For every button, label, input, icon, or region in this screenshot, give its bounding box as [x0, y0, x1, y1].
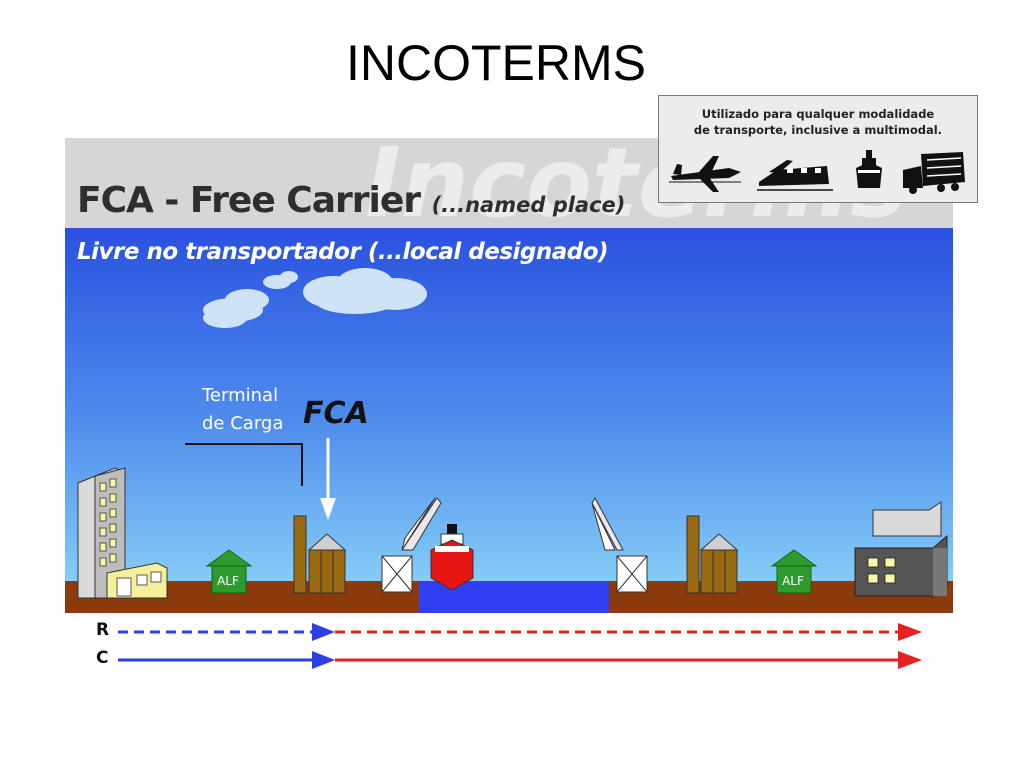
terminal-label-line2: de Carga	[202, 413, 284, 434]
cost-transfer-arrow	[312, 651, 335, 669]
warehouse-right-label: ALF	[782, 574, 804, 588]
clouds	[203, 268, 427, 328]
incoterm-title-named-place: (...named place)	[431, 193, 626, 217]
fca-scene: Incoterms	[65, 138, 953, 613]
incoterm-title: FCA - Free Carrier (...named place)	[77, 180, 625, 221]
transport-icons	[669, 150, 965, 194]
incoterm-subtitle: Livre no transportador (...local designa…	[77, 239, 609, 265]
risk-transfer-arrow	[312, 623, 335, 641]
cargo-terminal-left	[293, 515, 347, 594]
page-title: INCOTERMS	[346, 35, 646, 91]
fca-arrowhead	[320, 498, 336, 520]
risk-end-arrow	[898, 623, 922, 641]
transport-modes-box: Utilizado para qualquer modalidade de tr…	[658, 95, 978, 203]
terminal-label-line1: Terminal	[202, 385, 279, 406]
risk-cost-lines	[118, 623, 922, 669]
fca-marker: FCA	[303, 396, 369, 431]
incoterm-title-main: FCA - Free Carrier	[77, 180, 421, 221]
terminal-label: Terminal de Carga	[202, 382, 283, 438]
cost-end-arrow	[898, 651, 922, 669]
customs-warehouse-right	[770, 549, 818, 594]
transport-modes-line1: Utilizado para qualquer modalidade	[701, 107, 935, 121]
airplane-icon	[669, 156, 741, 192]
transport-modes-line2: de transporte, inclusive a multimodal.	[693, 123, 943, 137]
transport-modes-text: Utilizado para qualquer modalidade de tr…	[659, 106, 977, 138]
sky	[65, 226, 953, 583]
cost-label: C	[96, 648, 109, 668]
risk-label: R	[96, 620, 110, 640]
ship	[430, 524, 474, 591]
crane-left	[381, 497, 442, 593]
small-factory	[106, 562, 168, 599]
warehouse-left-label: ALF	[217, 574, 239, 588]
train-icon	[757, 160, 833, 191]
terminal-pointer-line	[185, 443, 303, 486]
customs-warehouse-left	[205, 549, 253, 594]
truck-icon	[903, 152, 965, 194]
ship-icon	[856, 150, 882, 188]
crane-right	[591, 496, 648, 593]
cargo-terminal-right	[686, 515, 739, 594]
destination-buildings	[854, 501, 948, 597]
